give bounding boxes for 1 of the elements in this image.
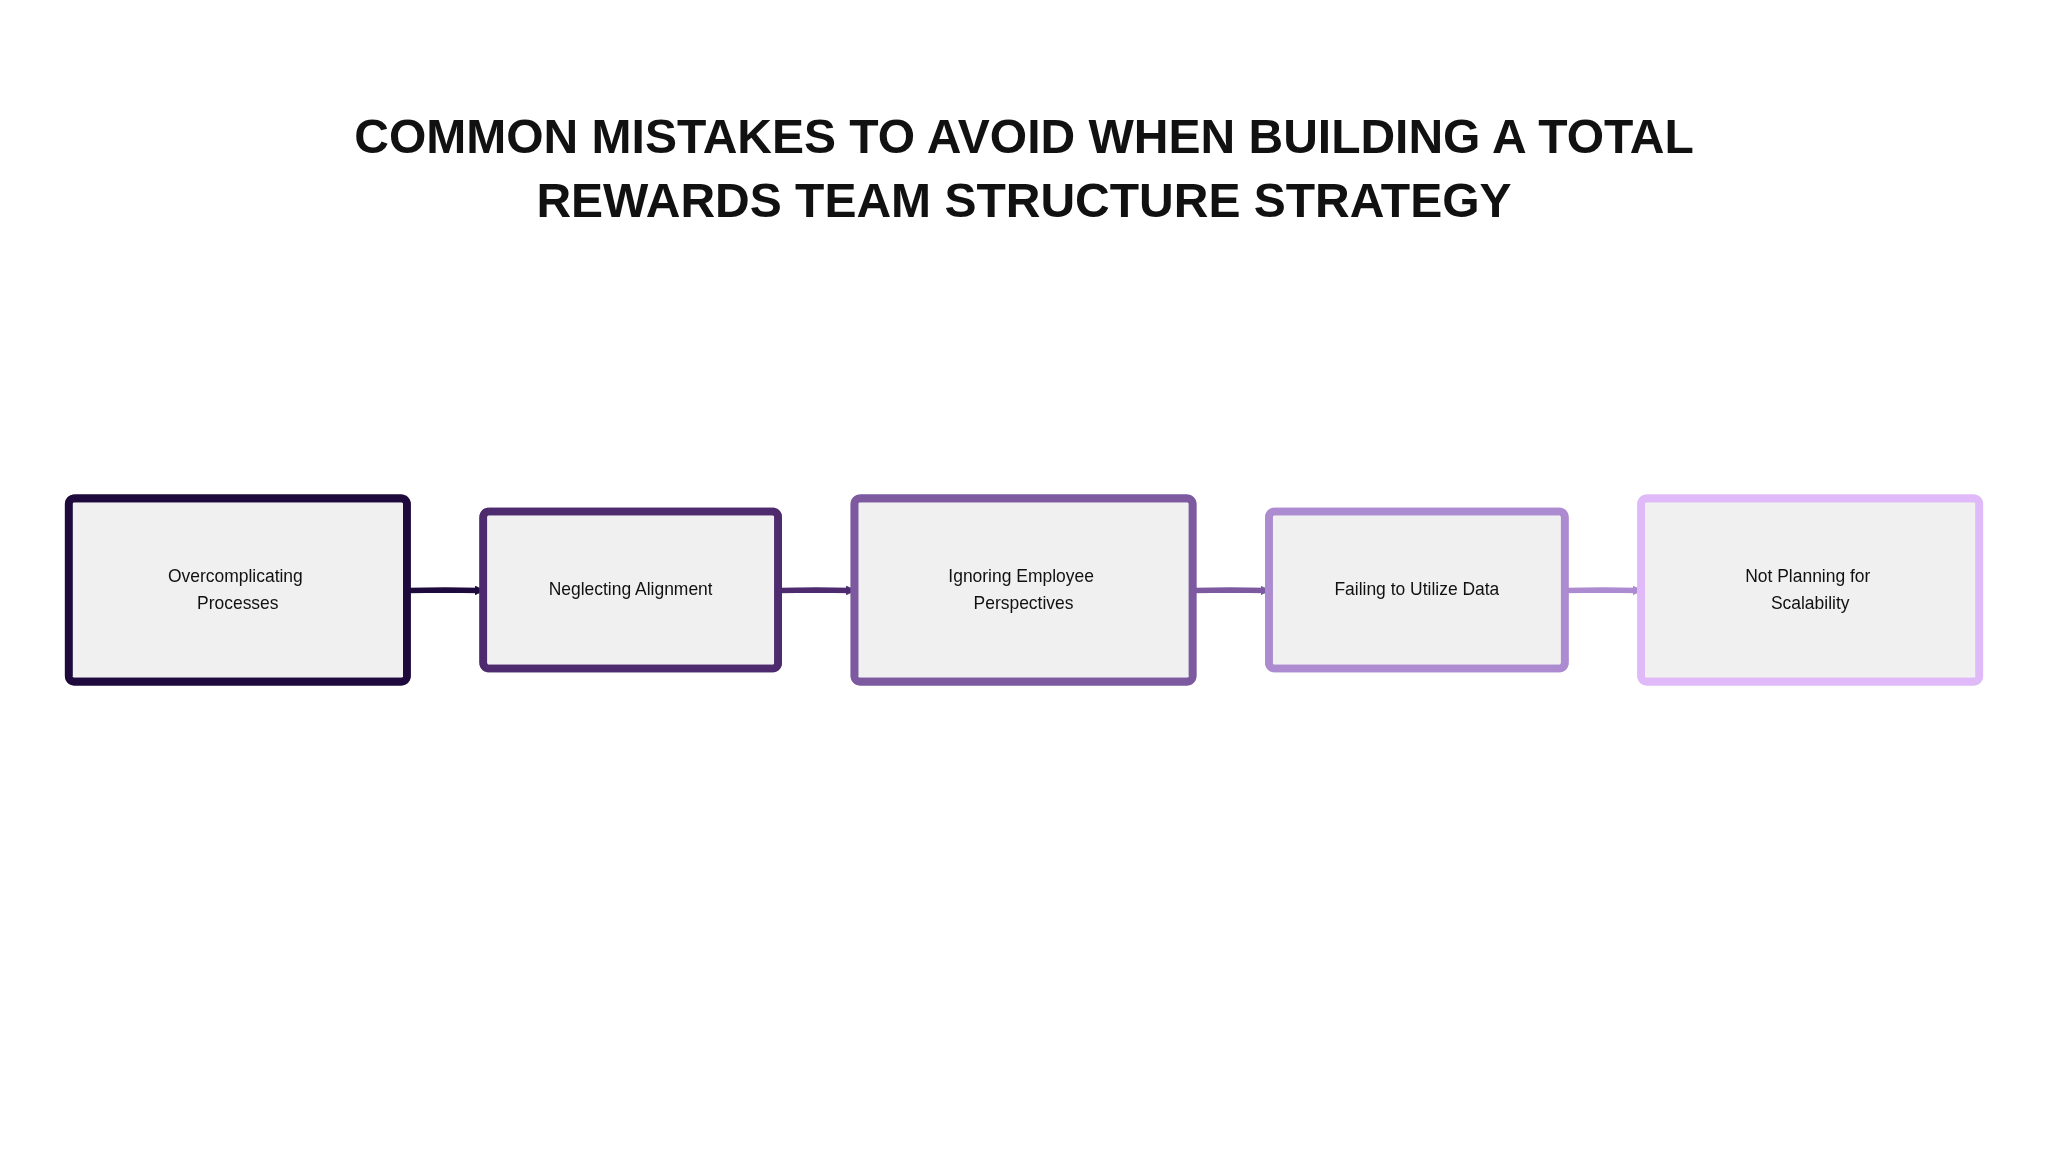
title: COMMON MISTAKES TO AVOID WHEN BUILDING A TOTAL REWARDS TEAM STRUCTURE STRATEGY [353, 109, 1695, 229]
